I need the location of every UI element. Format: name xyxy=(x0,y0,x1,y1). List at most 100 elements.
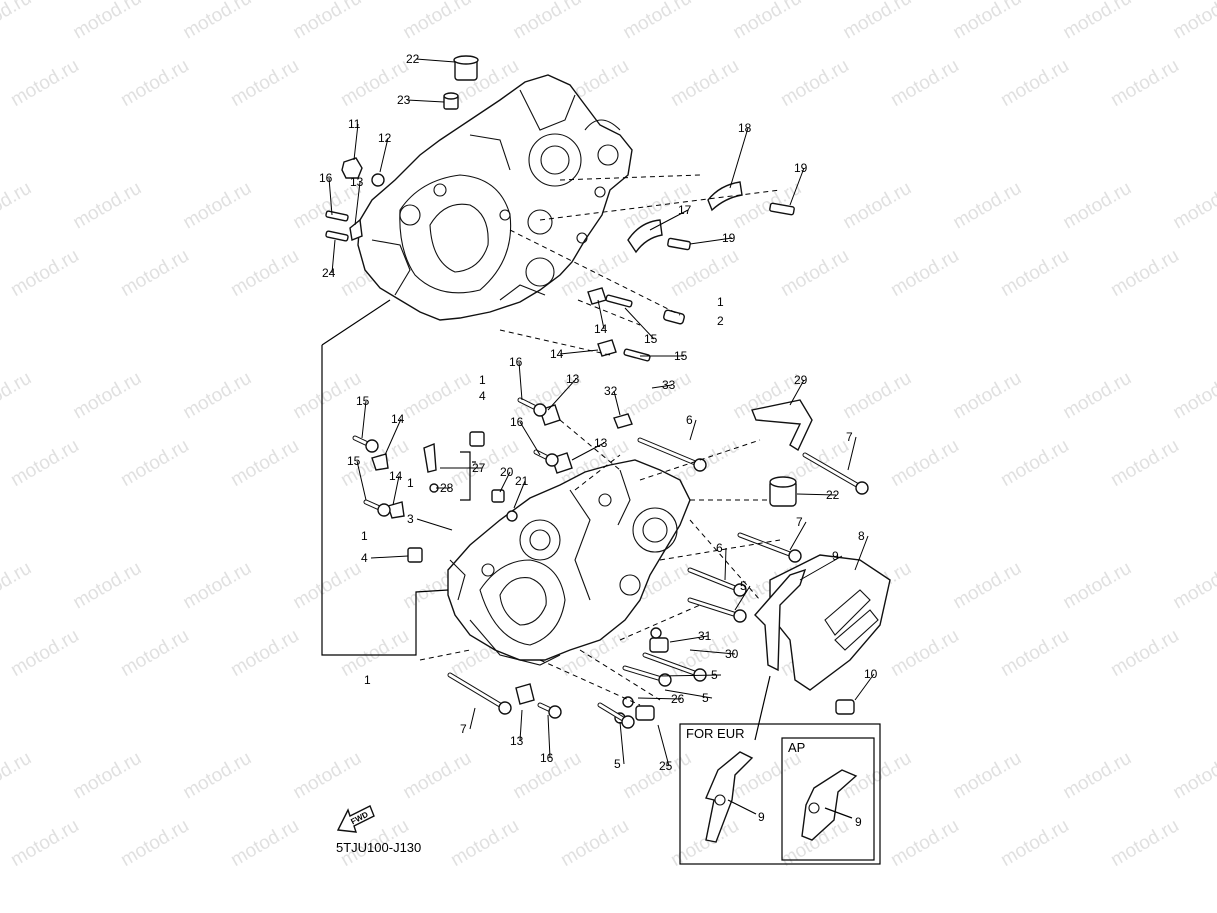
watermark-text: motod.ru xyxy=(7,245,82,301)
callout-leader xyxy=(789,167,805,206)
callout-leader xyxy=(361,400,367,439)
bolt-head xyxy=(533,403,547,417)
part-callout: 13 xyxy=(510,734,524,748)
watermark-text: motod.ru xyxy=(1107,55,1182,111)
callout-leader xyxy=(513,480,526,509)
bolt-shank xyxy=(643,653,702,677)
watermark-text: motod.ru xyxy=(227,435,302,491)
watermark-text: motod.ru xyxy=(180,178,255,234)
watermark-text: motod.ru xyxy=(227,55,302,111)
bolt-head xyxy=(693,458,707,472)
watermark-text: motod.ru xyxy=(290,748,365,804)
part-callout: 5 xyxy=(702,691,709,705)
callout-leader xyxy=(854,673,875,701)
watermark-text: motod.ru xyxy=(1170,748,1217,804)
callout-leader xyxy=(689,419,697,441)
bolt-head xyxy=(545,453,559,467)
watermark-text: motod.ru xyxy=(290,368,365,424)
callout-leader xyxy=(649,209,689,231)
watermark-text: motod.ru xyxy=(667,55,742,111)
callout-leader xyxy=(519,421,541,456)
bolt-shank xyxy=(448,673,507,710)
bolt-head xyxy=(365,439,379,453)
part-callout: 28 xyxy=(440,481,454,495)
part-callout: 13 xyxy=(350,175,364,189)
callout-leader xyxy=(789,521,807,551)
watermark-text: motod.ru xyxy=(70,0,145,43)
part-callout: 18 xyxy=(738,121,752,135)
watermark-text: motod.ru xyxy=(1170,178,1217,234)
watermark-text: motod.ru xyxy=(557,815,632,871)
crankcase-right-half xyxy=(357,74,633,321)
callout-leader xyxy=(854,535,869,571)
callout-leader xyxy=(689,649,736,655)
part-callout: 23 xyxy=(397,93,411,107)
part-callout: 7 xyxy=(460,722,467,736)
part-callout: 13 xyxy=(566,372,580,386)
callout-leader xyxy=(847,436,857,471)
watermark-text: motod.ru xyxy=(667,815,742,871)
part-callout: 16 xyxy=(509,355,523,369)
watermark-text: motod.ru xyxy=(620,368,695,424)
watermark-text: motod.ru xyxy=(620,0,695,43)
watermark-text: motod.ru xyxy=(887,435,962,491)
watermark-text: motod.ru xyxy=(1060,368,1135,424)
bolt-head xyxy=(788,549,802,563)
watermark-text: motod.ru xyxy=(70,558,145,614)
watermark-text: motod.ru xyxy=(70,368,145,424)
part-callout: 2 xyxy=(717,314,724,328)
watermark-text: motod.ru xyxy=(1170,368,1217,424)
callout-leader xyxy=(571,442,605,461)
watermark-text: motod.ru xyxy=(1060,748,1135,804)
callout-leader xyxy=(613,390,621,416)
watermark-text: motod.ru xyxy=(337,625,412,681)
watermark-text: motod.ru xyxy=(447,815,522,871)
fwd-arrow: FWD xyxy=(336,805,375,833)
watermark-text: motod.ru xyxy=(730,0,805,43)
bolt-shank xyxy=(688,598,742,618)
watermark-text: motod.ru xyxy=(180,558,255,614)
part-callout: 3 xyxy=(407,512,414,526)
callout-leader xyxy=(789,379,805,406)
watermark-text: motod.ru xyxy=(950,0,1025,43)
watermark-text: motod.ru xyxy=(997,55,1072,111)
bolt-shank xyxy=(638,438,702,467)
watermark-text: motod.ru xyxy=(997,435,1072,491)
part-callout: 7 xyxy=(846,430,853,444)
watermark-text: motod.ru xyxy=(997,815,1072,871)
callout-leader xyxy=(354,181,361,226)
part-callout: 19 xyxy=(794,161,808,175)
callout-leader xyxy=(657,724,670,767)
watermark-text: motod.ru xyxy=(290,0,365,43)
part-callout: 22 xyxy=(826,488,840,502)
watermark-text: motod.ru xyxy=(117,55,192,111)
part-callout: 5 xyxy=(711,668,718,682)
part-callout: 1 xyxy=(479,373,486,387)
part-callout: 5 xyxy=(740,579,747,593)
bolt-shank xyxy=(803,453,864,490)
part-callout: 22 xyxy=(406,52,420,66)
part-callout: 15 xyxy=(644,332,658,346)
watermark-text: motod.ru xyxy=(887,245,962,301)
callout-leader xyxy=(799,555,843,581)
callout-leader xyxy=(469,707,476,730)
watermark-text: motod.ru xyxy=(70,748,145,804)
callout-leader xyxy=(637,697,682,700)
part-callout: 13 xyxy=(594,436,608,450)
callout-leader xyxy=(356,460,367,501)
part-callout: 25 xyxy=(659,759,673,773)
callout-leader xyxy=(328,177,333,216)
part-callout: 20 xyxy=(500,465,514,479)
watermark-text: motod.ru xyxy=(1060,178,1135,234)
part-callout: 14 xyxy=(389,469,403,483)
part-callout: 14 xyxy=(594,322,608,336)
watermark-text: motod.ru xyxy=(227,245,302,301)
part-callout: 16 xyxy=(540,751,554,765)
part-callout: 19 xyxy=(722,231,736,245)
upper-small-parts xyxy=(325,55,795,362)
watermark-text: motod.ru xyxy=(7,55,82,111)
bolt-head xyxy=(733,609,747,623)
part-callout: 30 xyxy=(725,647,739,661)
callout-leader xyxy=(734,585,751,611)
part-callout: 15 xyxy=(356,394,370,408)
